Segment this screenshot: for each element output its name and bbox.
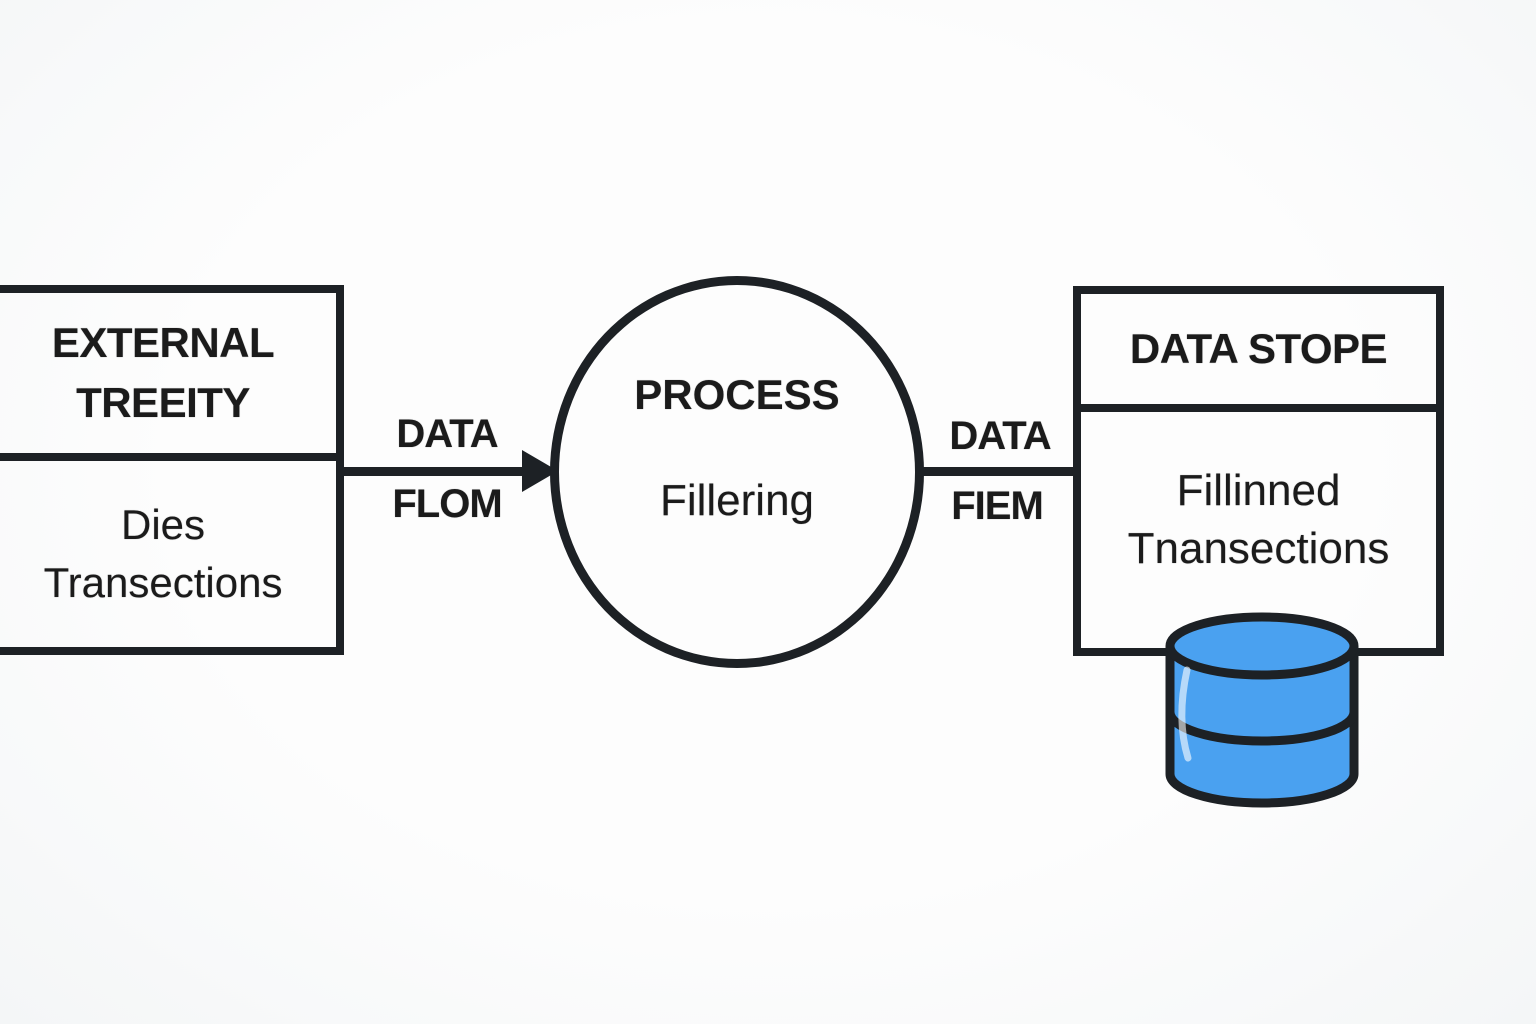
- process-circle: PROCESS Fillering: [550, 276, 924, 668]
- data-store-body-line1: Fillinned: [1176, 466, 1341, 515]
- external-entity-title-line1: EXTERNAL: [51, 319, 275, 366]
- external-entity-header: EXTERNAL TREEITY: [0, 293, 336, 453]
- external-entity-body-line2: Transections: [43, 559, 283, 606]
- external-entity-body-line1: Dies: [120, 501, 206, 548]
- data-flow-left-label-top: DATA: [396, 412, 498, 456]
- data-flow-left-label-bottom: FLOM: [392, 482, 502, 526]
- data-store-header: DATA STOPE: [1081, 294, 1436, 404]
- database-top-ellipse: [1165, 612, 1359, 680]
- database-highlight: [1178, 666, 1192, 762]
- data-store-body: Fillinned Tnansections: [1081, 404, 1436, 648]
- external-entity-title-line2: TREEITY: [76, 379, 250, 426]
- external-entity-box: EXTERNAL TREEITY Dies Transections: [0, 285, 344, 655]
- data-store-title: DATA STOPE: [1129, 325, 1388, 372]
- data-flow-line-right: [916, 467, 1076, 476]
- data-flow-right-label-bottom: FIEM: [951, 484, 1044, 528]
- data-store-body-line2: Tnansections: [1127, 524, 1390, 573]
- data-flow-line-left: [340, 467, 530, 476]
- data-store-box: DATA STOPE Fillinned Tnansections: [1073, 286, 1444, 656]
- data-flow-right-label-top: DATA: [949, 414, 1051, 458]
- external-entity-body: Dies Transections: [0, 453, 336, 647]
- process-name: Fillering: [659, 476, 815, 525]
- database-body: [1165, 646, 1359, 808]
- process-title: PROCESS: [634, 371, 840, 418]
- database-icon: [1165, 612, 1359, 808]
